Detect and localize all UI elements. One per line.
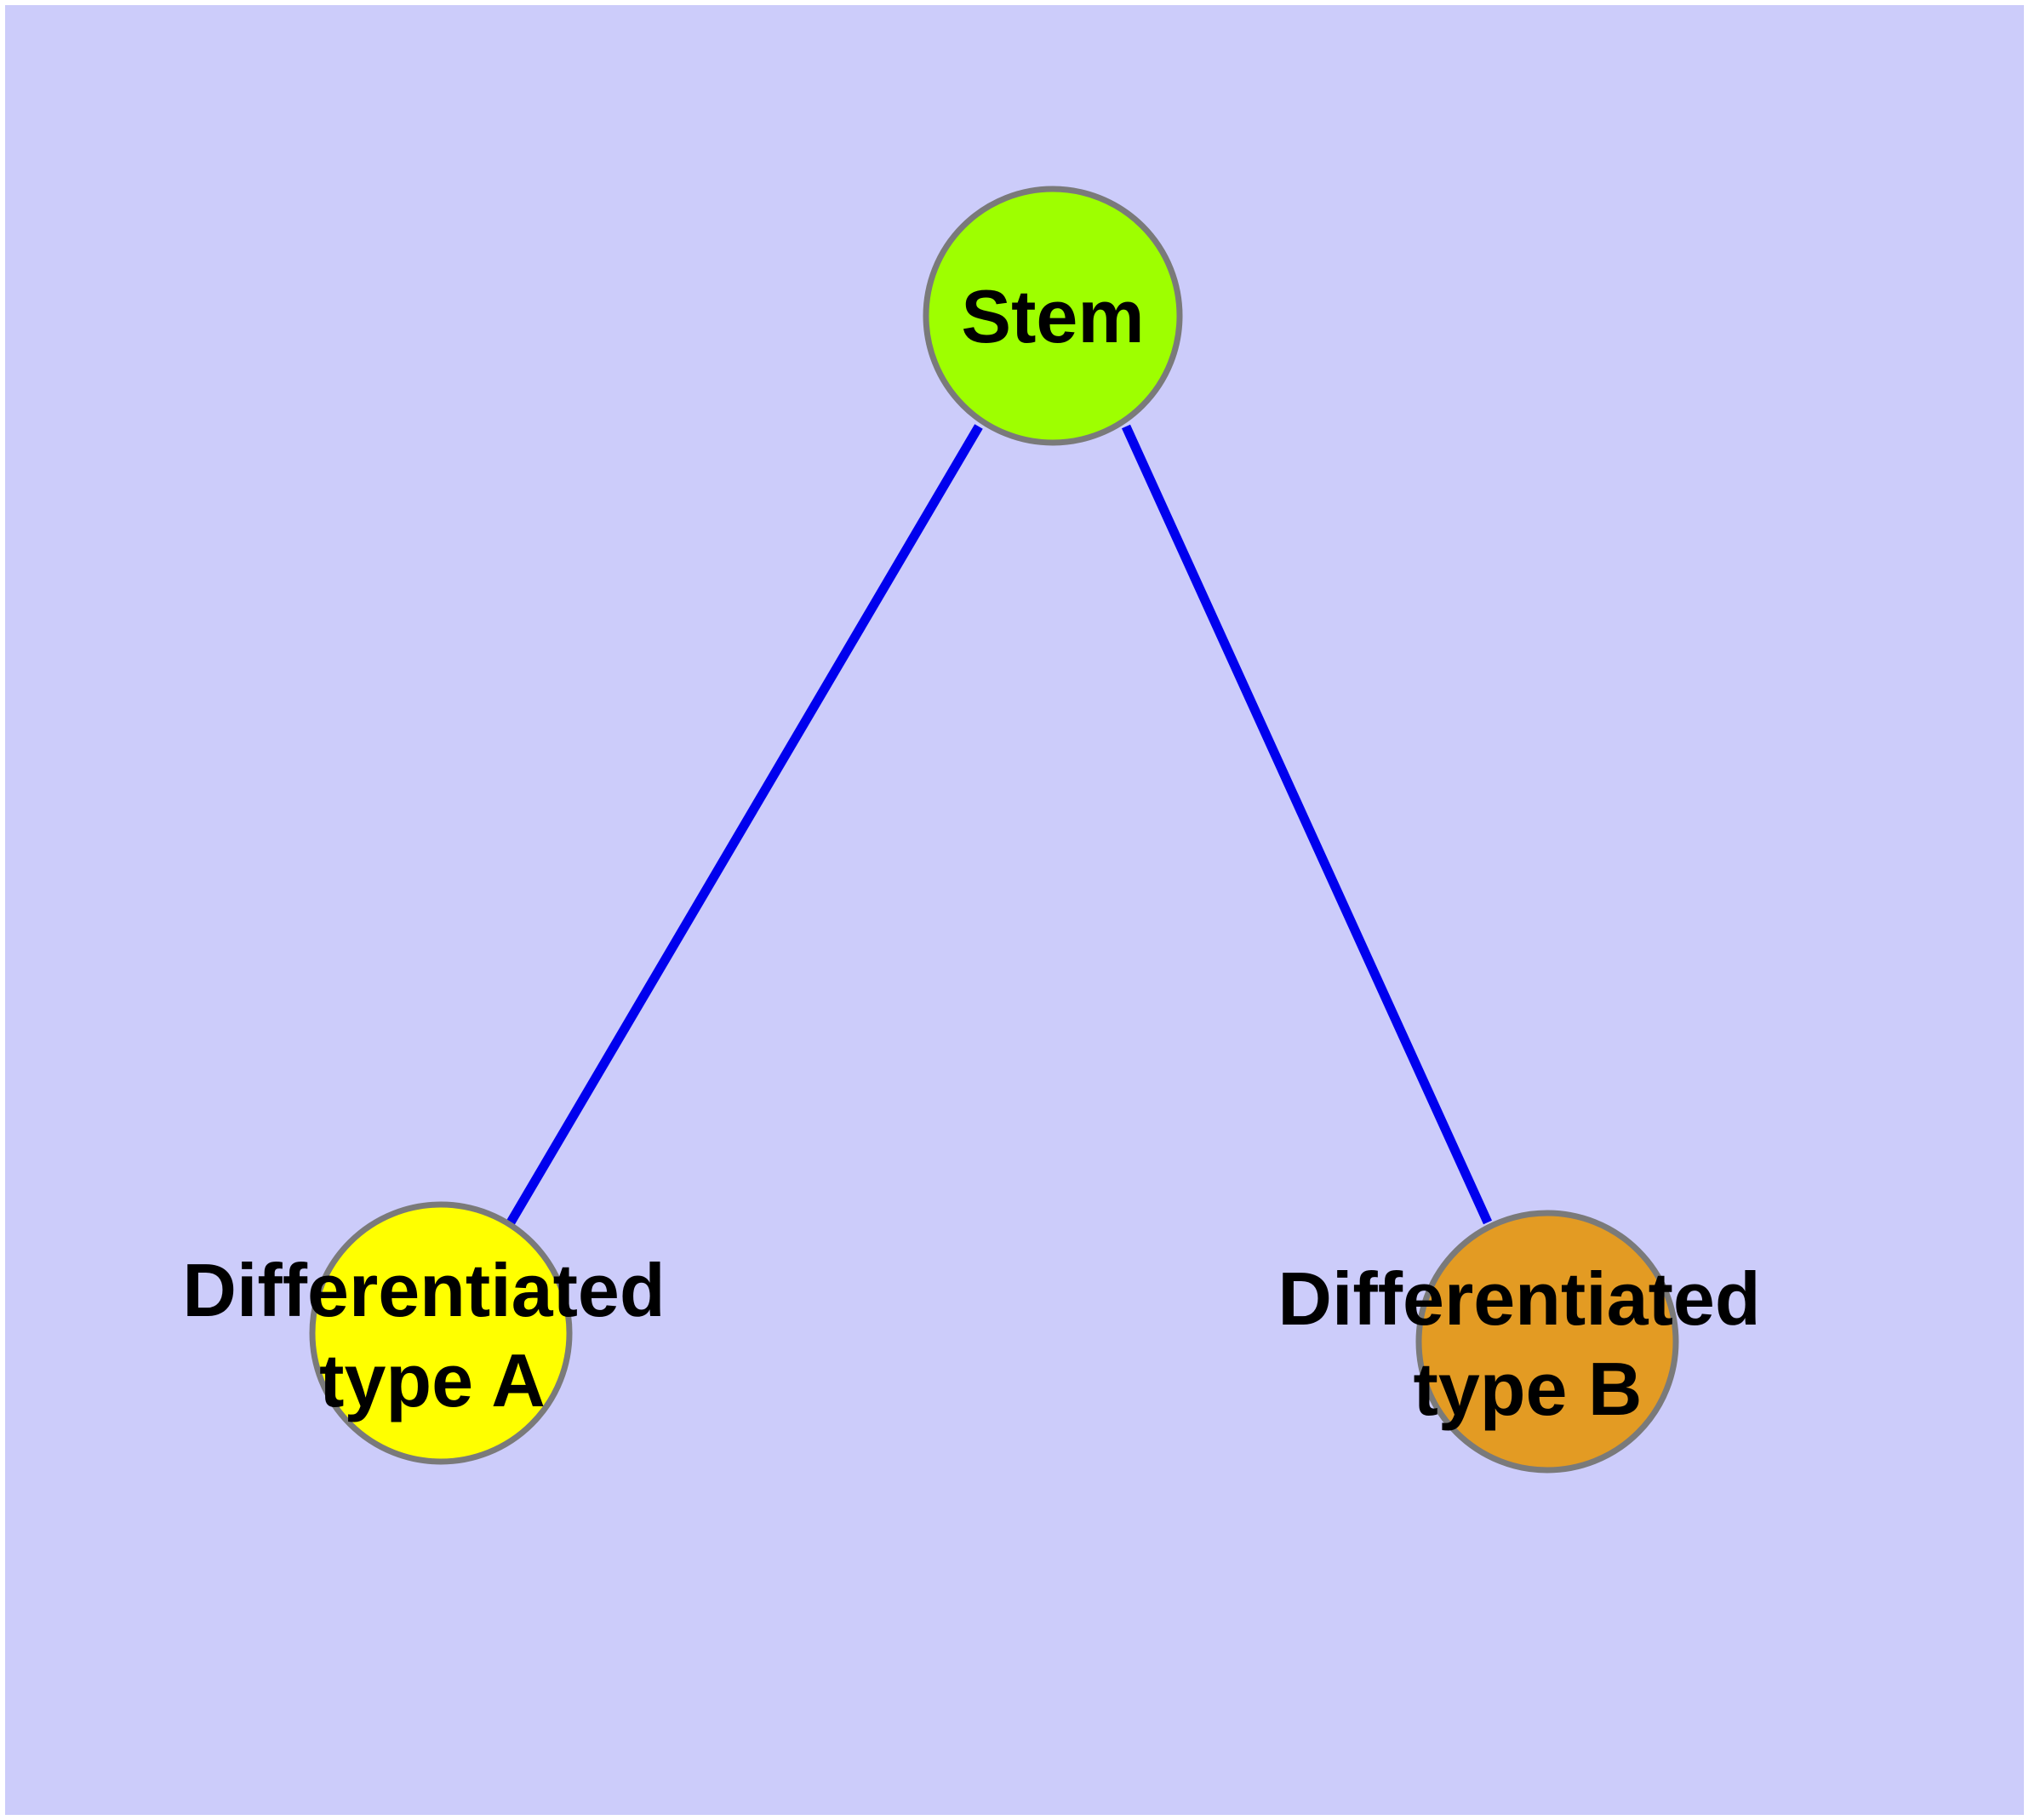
node-stem-circle[interactable] (923, 186, 1183, 446)
node-differentiated-type-b[interactable]: Differentiated type B (1277, 1210, 1761, 1474)
node-differentiated-type-a-label-line-2: type A (319, 1338, 546, 1422)
node-differentiated-type-a[interactable]: Differentiated type A (182, 1201, 666, 1465)
edge-layer (506, 424, 1493, 1225)
node-differentiated-type-a-label-line-1: Differentiated (182, 1248, 665, 1332)
node-stem-label-line-1: Stem (961, 274, 1144, 358)
node-differentiated-type-b-circle[interactable] (1415, 1210, 1679, 1474)
node-differentiated-type-a-circle[interactable] (309, 1201, 573, 1465)
node-differentiated-type-b-label-line-2: type B (1414, 1347, 1643, 1431)
graph-svg: Stem Differentiated type A Differentiate… (182, 186, 1761, 1474)
edge-stem-to-differentiated-type-a[interactable] (506, 424, 983, 1225)
node-stem[interactable]: Stem (923, 186, 1183, 446)
node-layer: Stem Differentiated type A Differentiate… (182, 186, 1761, 1474)
edge-stem-to-differentiated-type-b[interactable] (1121, 424, 1493, 1225)
graph-plot-area: Stem Differentiated type A Differentiate… (5, 5, 2024, 1815)
node-differentiated-type-b-label-line-1: Differentiated (1277, 1256, 1760, 1341)
